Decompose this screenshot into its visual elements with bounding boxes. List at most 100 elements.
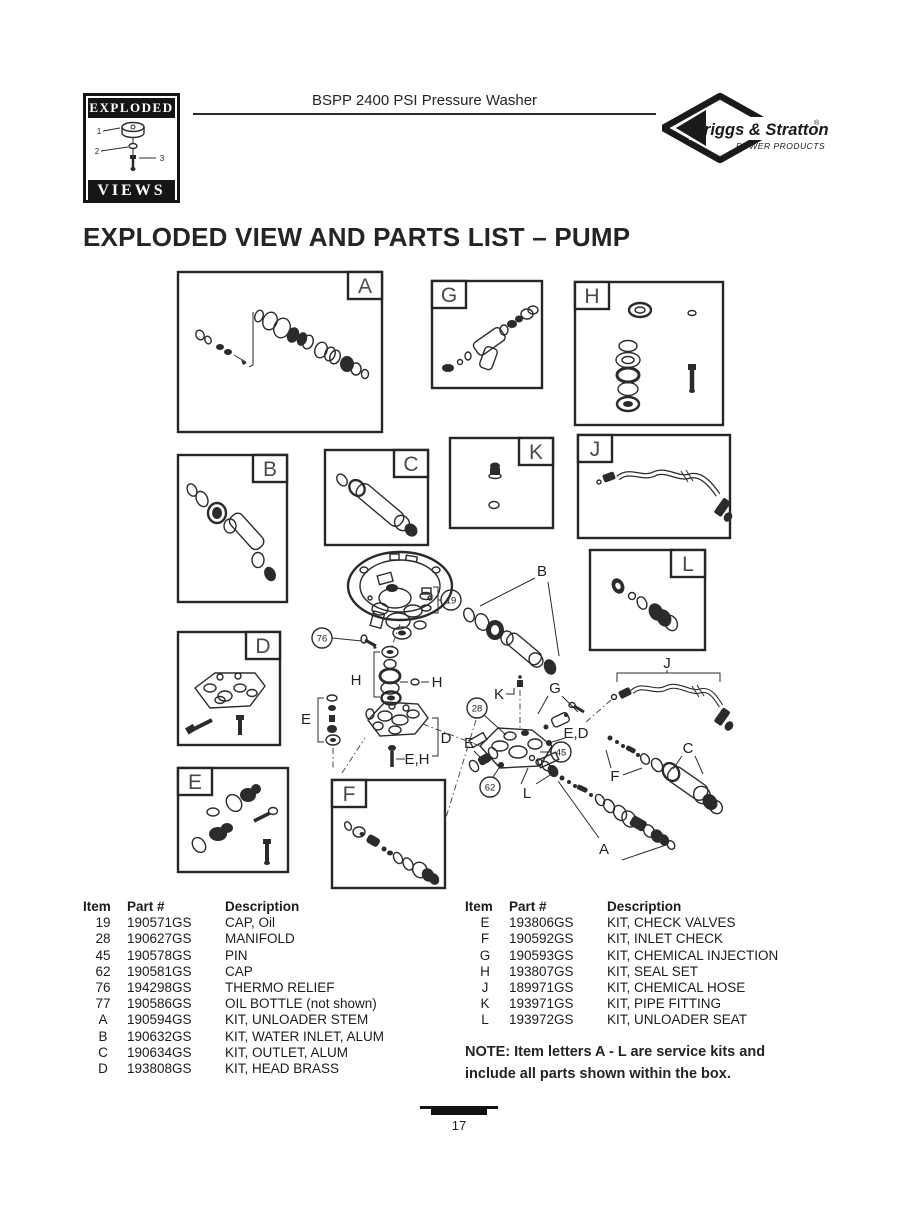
cell-part: 190592GS xyxy=(509,931,574,947)
kit-box-j: J xyxy=(576,433,733,540)
table-row: A 190594GS KIT, UNLOADER STEM xyxy=(83,1012,455,1028)
assembly-label-f: F xyxy=(610,768,619,785)
cell-part: 190571GS xyxy=(127,915,192,931)
service-kit-note: NOTE: Item letters A - L are service kit… xyxy=(465,1042,817,1086)
col-item: Item xyxy=(83,899,111,914)
table-row: C 190634GS KIT, OUTLET, ALUM xyxy=(83,1045,455,1061)
assembly-label-e-mid: E xyxy=(464,735,474,752)
callout-76: 76 xyxy=(317,634,328,645)
briggs-stratton-logo: Briggs & Stratton ® POWER PRODUCTS xyxy=(662,93,830,163)
cell-item: D xyxy=(98,1061,108,1077)
cell-item: G xyxy=(479,947,491,963)
box-label-f: F xyxy=(343,783,356,806)
col-part: Part # xyxy=(509,899,547,914)
table-row: G 190593GS KIT, CHEMICAL INJECTION xyxy=(465,948,837,964)
box-label-a: A xyxy=(358,275,372,298)
table-row: K 193971GS KIT, PIPE FITTING xyxy=(465,996,837,1012)
page-title: EXPLODED VIEW AND PARTS LIST – PUMP xyxy=(83,222,631,252)
kit-box-c: C xyxy=(323,448,430,547)
cell-part: 190581GS xyxy=(127,963,192,979)
cell-item: E xyxy=(480,915,490,931)
table-header: Item Part # Description xyxy=(83,899,455,915)
assembly-label-h-left: H xyxy=(351,672,362,689)
assembly-label-g: G xyxy=(549,680,561,697)
cell-item: H xyxy=(480,963,490,979)
cell-desc: CAP xyxy=(225,963,253,979)
kit-box-a: A xyxy=(176,270,384,434)
table-row: L 193972GS KIT, UNLOADER SEAT xyxy=(465,1012,837,1028)
cell-part: 190632GS xyxy=(127,1028,192,1044)
assembly-label-e-left: E xyxy=(301,711,311,728)
cell-desc: KIT, HEAD BRASS xyxy=(225,1061,340,1077)
table-row: E 193806GS KIT, CHECK VALVES xyxy=(465,915,837,931)
kit-box-b: B xyxy=(176,453,289,604)
cell-desc: KIT, UNLOADER STEM xyxy=(225,1012,369,1028)
cell-item: B xyxy=(98,1028,108,1044)
cell-part: 193806GS xyxy=(509,915,574,931)
assembly-label-a: A xyxy=(599,841,609,858)
assembly-label-k: K xyxy=(494,686,504,703)
document-header-title: BSPP 2400 PSI Pressure Washer xyxy=(311,92,538,109)
assembly-label-d: D xyxy=(441,730,452,747)
cell-part: 193808GS xyxy=(127,1061,192,1077)
table-row: B 190632GS KIT, WATER INLET, ALUM xyxy=(83,1029,455,1045)
cell-desc: KIT, UNLOADER SEAT xyxy=(607,1012,748,1028)
callout-62: 62 xyxy=(485,783,496,794)
col-desc: Description xyxy=(225,899,300,914)
cell-desc: KIT, WATER INLET, ALUM xyxy=(225,1028,385,1044)
exploded-diagram: A G xyxy=(176,270,734,890)
kit-box-f: F xyxy=(330,778,447,890)
table-row: 28 190627GS MANIFOLD xyxy=(83,931,455,947)
assembly-label-ed: E,D xyxy=(563,725,588,742)
cell-item: 62 xyxy=(95,963,111,979)
box-label-b: B xyxy=(263,458,277,481)
exploded-views-logo: EXPLODED 1 2 3 VIEWS xyxy=(83,93,180,203)
table-row: J 189971GS KIT, CHEMICAL HOSE xyxy=(465,980,837,996)
table-row: D 193808GS KIT, HEAD BRASS xyxy=(83,1061,455,1077)
page-number: 17 xyxy=(451,1118,467,1133)
table-row: F 190592GS KIT, INLET CHECK xyxy=(465,931,837,947)
cell-part: 194298GS xyxy=(127,980,192,996)
cell-desc: KIT, SEAL SET xyxy=(607,963,699,979)
cell-item: 19 xyxy=(95,915,111,931)
assembly-label-eh: E,H xyxy=(404,751,429,768)
cell-part: 193971GS xyxy=(509,996,574,1012)
cell-item: L xyxy=(481,1012,489,1028)
logo-callout-1: 1 xyxy=(97,127,102,136)
logo-mini-diagram: 1 2 3 xyxy=(88,118,175,180)
logo-callout-2: 2 xyxy=(95,147,100,156)
cell-desc: THERMO RELIEF xyxy=(225,980,335,996)
table-row: 45 190578GS PIN xyxy=(83,948,455,964)
box-label-k: K xyxy=(529,441,543,464)
logo-callout-3: 3 xyxy=(160,154,165,163)
table-row: 77 190586GS OIL BOTTLE (not shown) xyxy=(83,996,455,1012)
kit-box-g: G xyxy=(430,279,544,390)
box-label-c: C xyxy=(403,453,418,476)
cell-desc: CAP, Oil xyxy=(225,915,276,931)
cell-part: 190594GS xyxy=(127,1012,192,1028)
cell-item: 77 xyxy=(95,996,111,1012)
kit-box-l: L xyxy=(588,548,707,652)
assembly-label-l: L xyxy=(523,785,531,802)
cell-part: 190578GS xyxy=(127,947,192,963)
cell-desc: MANIFOLD xyxy=(225,931,295,947)
box-label-j: J xyxy=(590,438,601,461)
callout-28: 28 xyxy=(472,704,483,715)
cell-part: 190593GS xyxy=(509,947,574,963)
cell-item: 76 xyxy=(95,980,111,996)
cell-desc: KIT, CHEMICAL INJECTION xyxy=(607,947,779,963)
kit-box-h: H xyxy=(573,280,725,427)
table-header: Item Part # Description xyxy=(465,899,837,915)
note-text: Item letters A - L are service kits and … xyxy=(465,1044,766,1082)
callout-19: 19 xyxy=(446,596,457,607)
box-label-l: L xyxy=(682,553,694,576)
callout-45: 45 xyxy=(556,748,567,759)
cell-part: 190627GS xyxy=(127,931,192,947)
table-row: 19 190571GS CAP, Oil xyxy=(83,915,455,931)
cell-item: J xyxy=(481,980,489,996)
box-label-h: H xyxy=(584,285,599,308)
assembly-label-b: B xyxy=(537,563,547,580)
kit-box-d: D xyxy=(176,630,282,747)
kit-box-e: E xyxy=(176,766,290,874)
assembly-label-j: J xyxy=(663,655,671,672)
